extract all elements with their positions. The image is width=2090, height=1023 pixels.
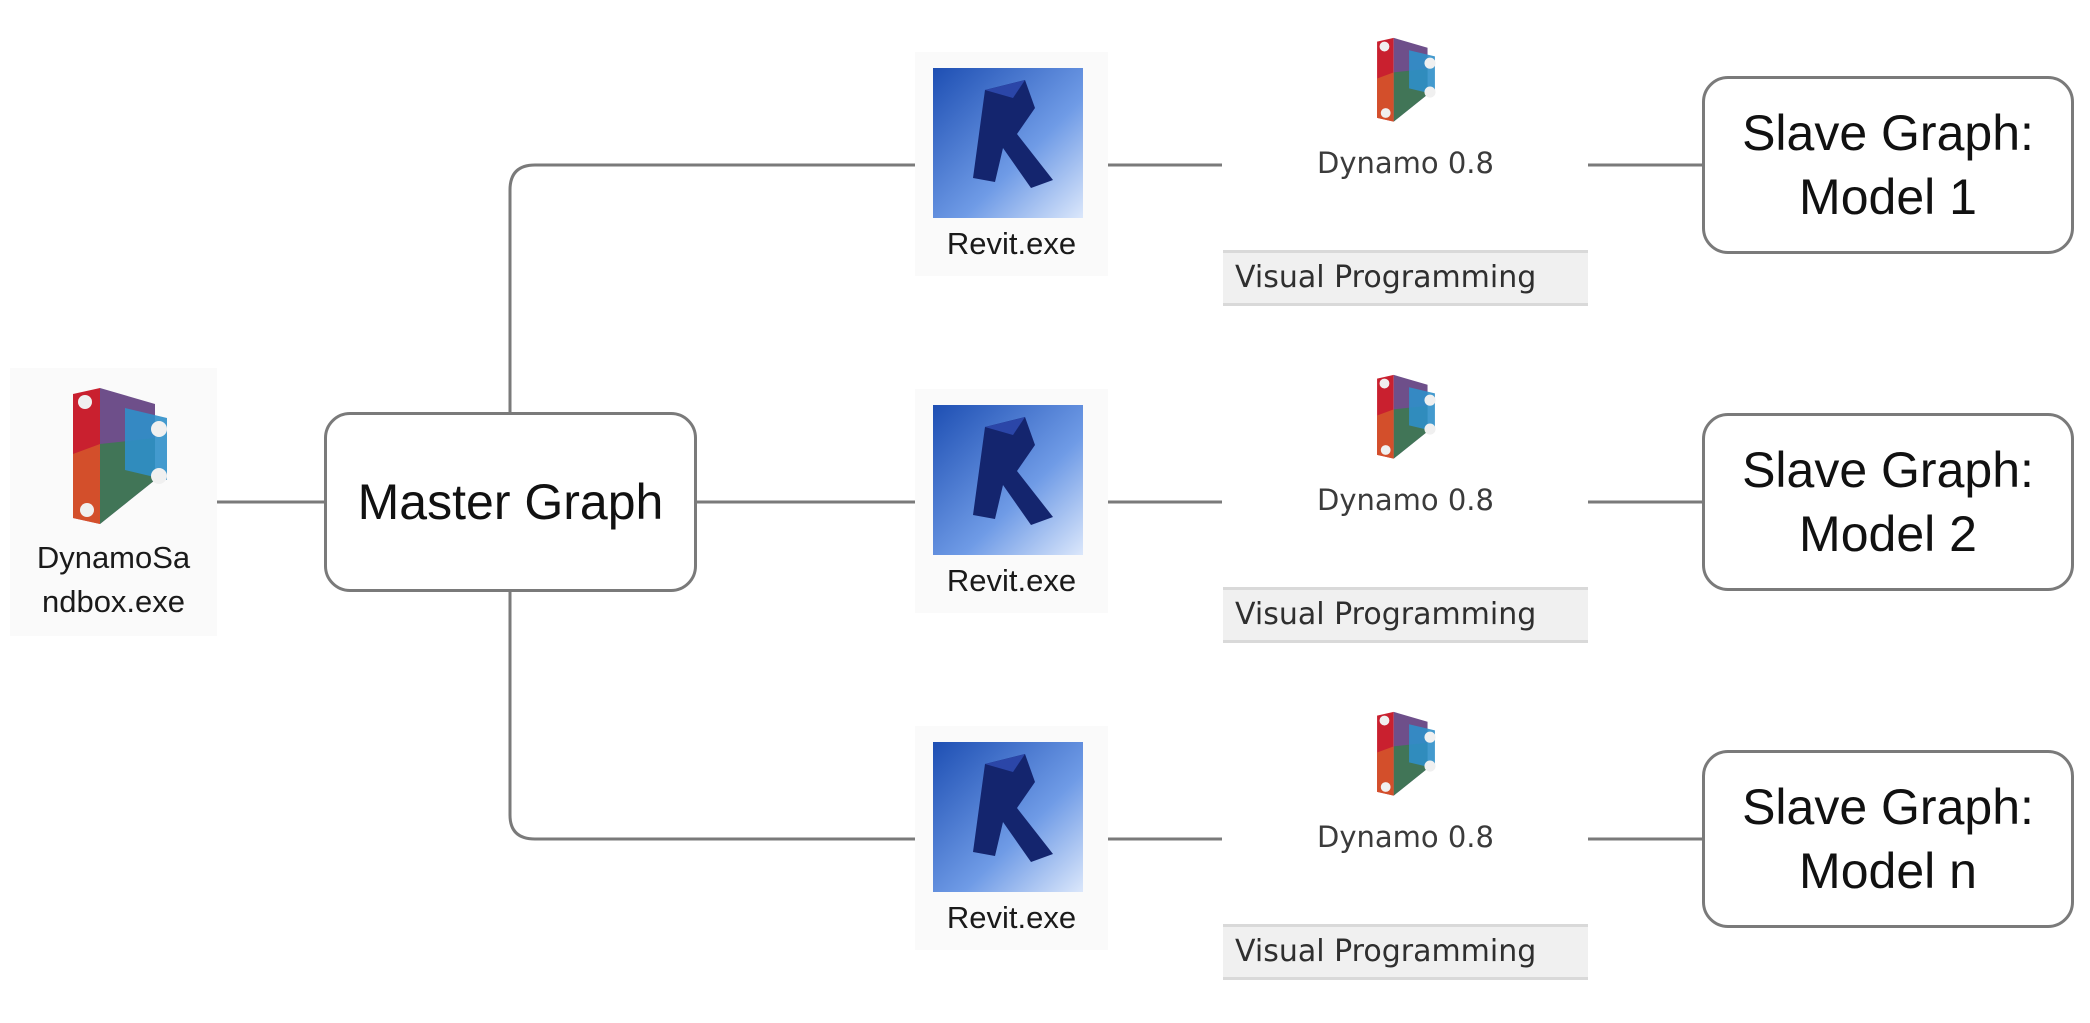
sandbox-label-line-1: DynamoSa xyxy=(36,540,191,575)
dynamo-title: Dynamo 0.8 xyxy=(1317,820,1494,854)
dynamo-node-3[interactable]: Dynamo 0.8 Visual Programming xyxy=(1223,696,1588,984)
revit-node-2[interactable]: Revit.exe xyxy=(915,389,1108,613)
master-graph-box[interactable]: Master Graph xyxy=(324,412,697,592)
revit-label: Revit.exe xyxy=(946,563,1077,598)
slave-graph-box-1[interactable]: Slave Graph: Model 1 xyxy=(1702,76,2074,254)
connector-master-branch-1 xyxy=(508,163,915,412)
revit-label: Revit.exe xyxy=(946,226,1077,261)
slave-graph-label: Slave Graph: xyxy=(1742,779,2034,835)
dynamo-icon xyxy=(1377,711,1436,796)
connector-master-branch-3 xyxy=(508,592,915,841)
revit-icon xyxy=(933,742,1083,892)
dynamo-node-2[interactable]: Dynamo 0.8 Visual Programming xyxy=(1223,359,1588,647)
slave-graph-box-2[interactable]: Slave Graph: Model 2 xyxy=(1702,413,2074,591)
slave-graph-label: Slave Graph: xyxy=(1742,105,2034,161)
sandbox-label-line-2: ndbox.exe xyxy=(41,584,186,619)
dynamo-title: Dynamo 0.8 xyxy=(1317,146,1494,180)
revit-icon xyxy=(933,68,1083,218)
revit-node-3[interactable]: Revit.exe xyxy=(915,726,1108,950)
revit-node-1[interactable]: Revit.exe xyxy=(915,52,1108,276)
slave-graph-model: Model n xyxy=(1799,843,1977,899)
dynamo-icon xyxy=(1377,374,1436,459)
slave-graph-box-3[interactable]: Slave Graph: Model n xyxy=(1702,750,2074,928)
revit-icon xyxy=(933,405,1083,555)
dynamo-icon xyxy=(73,388,167,524)
revit-label: Revit.exe xyxy=(946,900,1077,935)
visual-programming-caption: Visual Programming xyxy=(1223,250,1588,306)
slave-graph-model: Model 1 xyxy=(1799,169,1977,225)
dynamo-title: Dynamo 0.8 xyxy=(1317,483,1494,517)
visual-programming-caption: Visual Programming xyxy=(1223,924,1588,980)
visual-programming-caption: Visual Programming xyxy=(1223,587,1588,643)
dynamo-icon xyxy=(1377,37,1436,122)
dynamo-sandbox-node[interactable]: DynamoSa ndbox.exe xyxy=(10,368,217,636)
dynamo-node-1[interactable]: Dynamo 0.8 Visual Programming xyxy=(1223,22,1588,310)
slave-graph-model: Model 2 xyxy=(1799,506,1977,562)
master-graph-label: Master Graph xyxy=(357,474,664,530)
slave-graph-label: Slave Graph: xyxy=(1742,442,2034,498)
